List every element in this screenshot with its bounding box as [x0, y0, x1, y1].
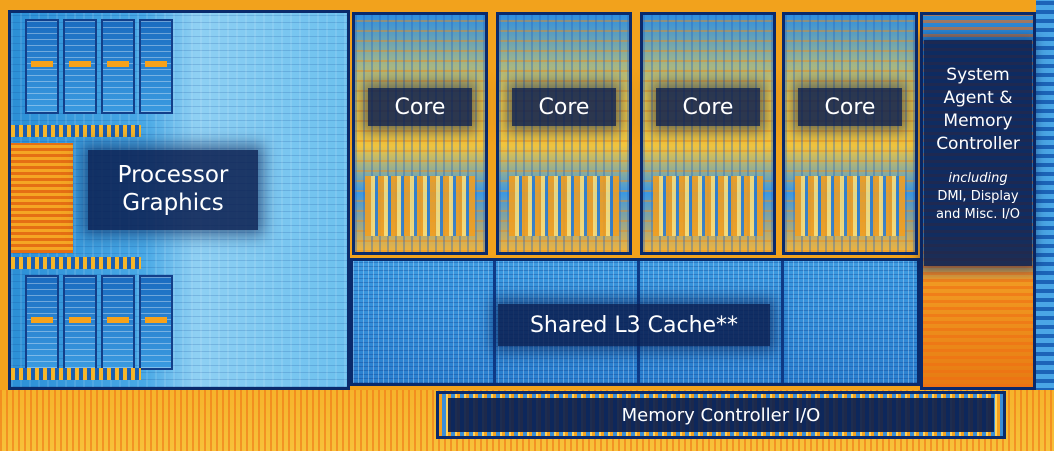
core-label: Core	[798, 88, 902, 126]
core-label: Core	[656, 88, 760, 126]
graphics-orange-block	[11, 143, 73, 253]
graphics-unit	[101, 19, 135, 114]
l3-slice-divider	[781, 261, 784, 383]
system-agent-subtitle: including DMI, Display and Misc. I/O	[936, 170, 1020, 225]
core-label: Core	[368, 88, 472, 126]
system-agent-title-line: Memory	[943, 110, 1013, 131]
graphics-band	[11, 257, 141, 269]
system-agent-title-line: Agent &	[943, 87, 1013, 108]
l3-cache-label: Shared L3 Cache**	[498, 304, 770, 346]
graphics-unit	[139, 275, 173, 370]
core-label: Core	[512, 88, 616, 126]
graphics-band	[11, 125, 141, 137]
graphics-unit	[139, 19, 173, 114]
memory-controller-io-label: Memory Controller I/O	[448, 398, 994, 432]
system-agent-title-line: System	[946, 65, 1010, 85]
processor-graphics-label-line1: Processor	[117, 162, 229, 189]
graphics-unit	[101, 275, 135, 370]
system-agent-title-line: Controller	[936, 133, 1020, 154]
graphics-band	[11, 368, 141, 380]
core-block-2	[496, 12, 632, 255]
processor-graphics-label: Processor Graphics	[88, 150, 258, 230]
die-edge-strip	[1036, 0, 1054, 451]
system-agent-label: System Agent & Memory Controller includi…	[924, 40, 1032, 266]
core-block-1	[352, 12, 488, 255]
system-agent-subtitle-line: DMI, Display	[937, 188, 1019, 204]
processor-graphics-region	[8, 10, 350, 390]
l3-slice-divider	[493, 261, 496, 383]
system-agent-title: System Agent & Memory Controller	[936, 64, 1020, 156]
graphics-unit	[25, 19, 59, 114]
graphics-unit	[63, 275, 97, 370]
graphics-unit	[63, 19, 97, 114]
system-agent-subtitle-italic: including	[948, 170, 1008, 186]
graphics-unit	[25, 275, 59, 370]
core-block-3	[640, 12, 776, 255]
processor-graphics-label-line2: Graphics	[122, 190, 224, 216]
system-agent-subtitle-line: and Misc. I/O	[935, 207, 1021, 223]
core-block-4	[782, 12, 918, 255]
